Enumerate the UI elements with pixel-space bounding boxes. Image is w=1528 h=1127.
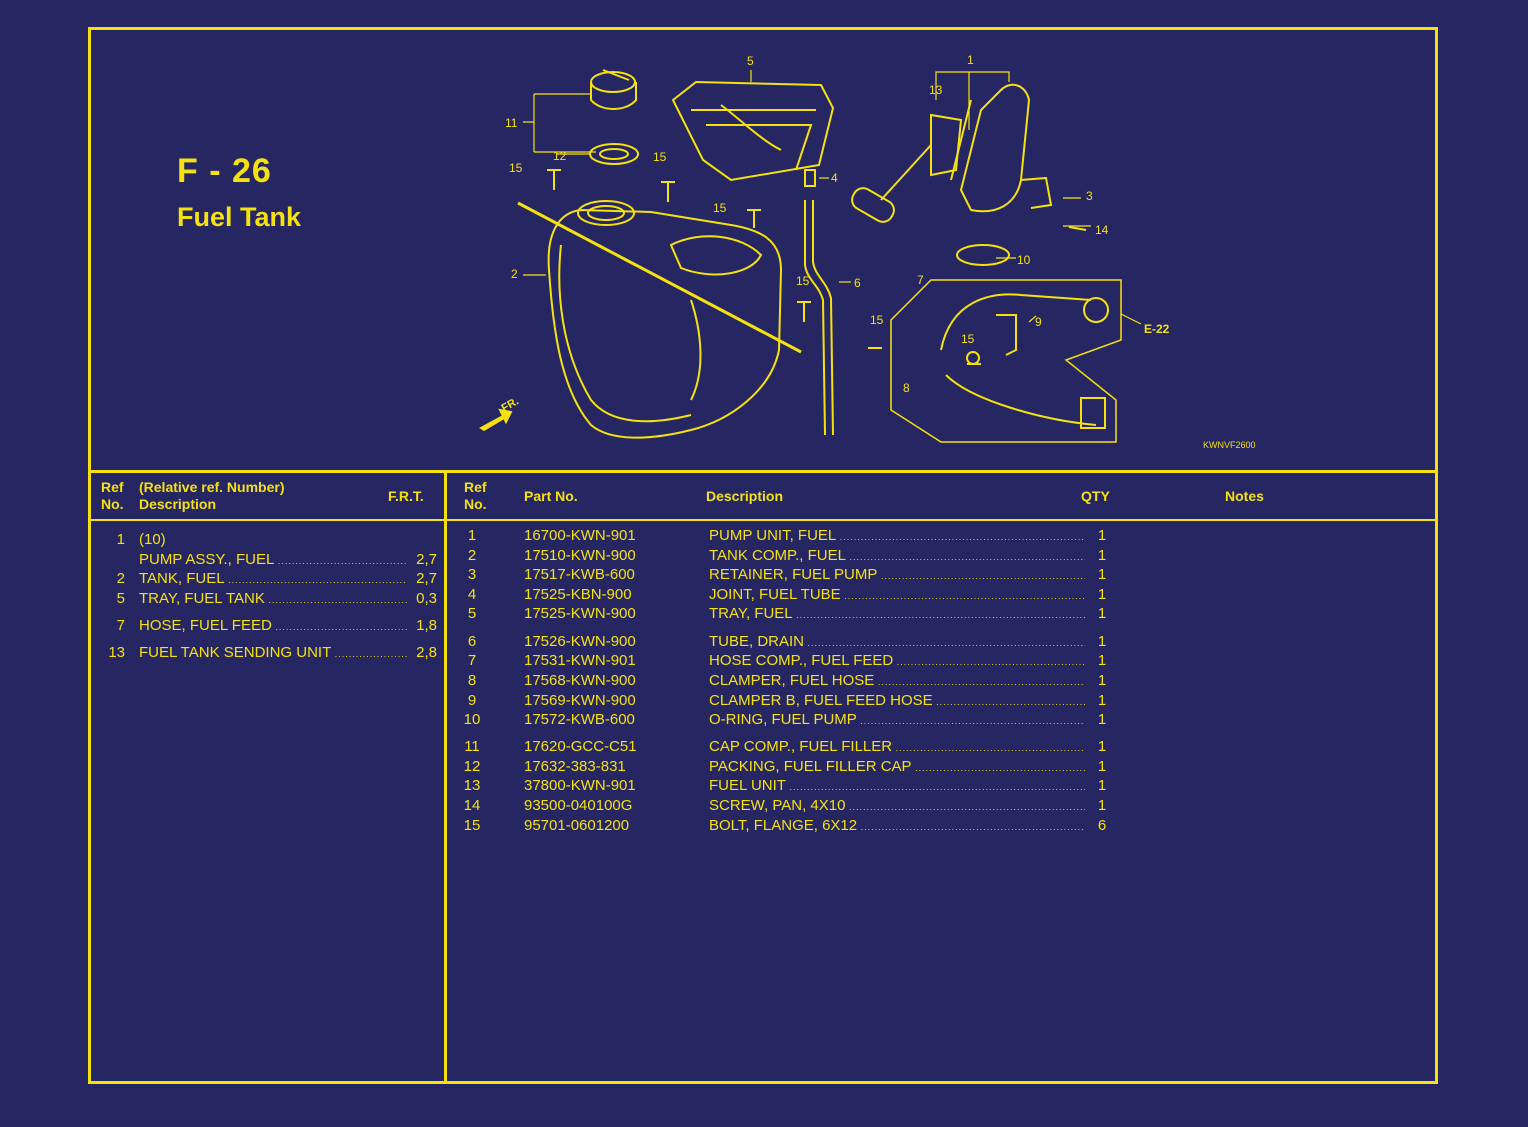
header-ref-no: Ref No. [101, 479, 124, 512]
hose-assembly-drawing [890, 279, 1122, 443]
fuel-tank-drawing [517, 200, 802, 439]
filler-cap-drawing [589, 69, 639, 165]
figure-title: Fuel Tank [177, 202, 302, 232]
callout-11: 11 [505, 116, 518, 130]
callout-1: 1 [967, 53, 974, 67]
header-description: Description [706, 488, 784, 504]
bolt-drawings [547, 169, 981, 365]
frt-table: Ref No. (Relative ref. Number) Descripti… [91, 473, 447, 1081]
callout-14: 14 [1095, 223, 1109, 237]
fr-label: FR. [500, 395, 521, 414]
callout-10: 10 [1017, 253, 1031, 267]
callout-15d: 15 [796, 274, 810, 288]
callout-15c: 15 [713, 201, 727, 215]
forward-arrow-icon [479, 408, 513, 432]
table-row: 1 (10) [116, 531, 166, 548]
header-qty: QTY [1081, 488, 1110, 504]
header-frt: F.R.T. [388, 488, 424, 504]
callout-15a: 15 [509, 161, 523, 175]
figure-code: F - 26 [177, 152, 272, 190]
callout-e22: E-22 [1144, 322, 1170, 336]
tray-drawing [671, 80, 835, 182]
callout-3: 3 [1086, 189, 1093, 203]
callout-4: 4 [831, 171, 838, 185]
callout-6: 6 [854, 276, 861, 290]
header-description: (Relative ref. Number) Description [139, 479, 285, 512]
header-notes: Notes [1225, 488, 1264, 504]
leader-lines [523, 70, 1142, 325]
callout-12: 12 [553, 149, 567, 163]
callout-15e: 15 [870, 313, 884, 327]
table-row: 13 FUEL TANK SENDING UNIT 2,8 [91, 644, 444, 664]
parts-table-header: Ref No. Part No. Description QTY Notes [444, 473, 1435, 521]
callout-2: 2 [511, 267, 518, 281]
header-part-no: Part No. [524, 488, 578, 504]
drawing-code: KWNVF2600 [1203, 440, 1256, 450]
table-row: PUMP ASSY., FUEL 2,7 [91, 551, 444, 571]
drain-tube-drawing [804, 169, 834, 436]
diagram-area: F - 26 Fuel Tank [91, 30, 1435, 473]
exploded-diagram: 1 2 3 4 5 6 7 8 9 10 11 12 13 14 15 15 1… [479, 53, 1170, 443]
callout-7: 7 [917, 273, 924, 287]
header-ref-no: Ref No. [464, 479, 487, 512]
callout-5: 5 [747, 54, 754, 68]
frt-table-header: Ref No. (Relative ref. Number) Descripti… [91, 473, 444, 521]
table-row: 5 TRAY, FUEL TANK 0,3 [91, 590, 444, 610]
callout-15f: 15 [961, 332, 975, 346]
parts-table: Ref No. Part No. Description QTY Notes 1… [444, 473, 1435, 1081]
fuel-pump-drawing [851, 83, 1087, 266]
callout-13: 13 [929, 83, 943, 97]
callout-8: 8 [903, 381, 910, 395]
table-row: 7 HOSE, FUEL FEED 1,8 [91, 617, 444, 637]
parts-sheet-frame: F - 26 Fuel Tank [88, 27, 1438, 1084]
callout-15b: 15 [653, 150, 667, 164]
table-row: 2 TANK, FUEL 2,7 [91, 570, 444, 590]
callout-labels: 1 2 3 4 5 6 7 8 9 10 11 12 13 14 15 15 1… [500, 53, 1170, 415]
callout-9: 9 [1035, 315, 1042, 329]
